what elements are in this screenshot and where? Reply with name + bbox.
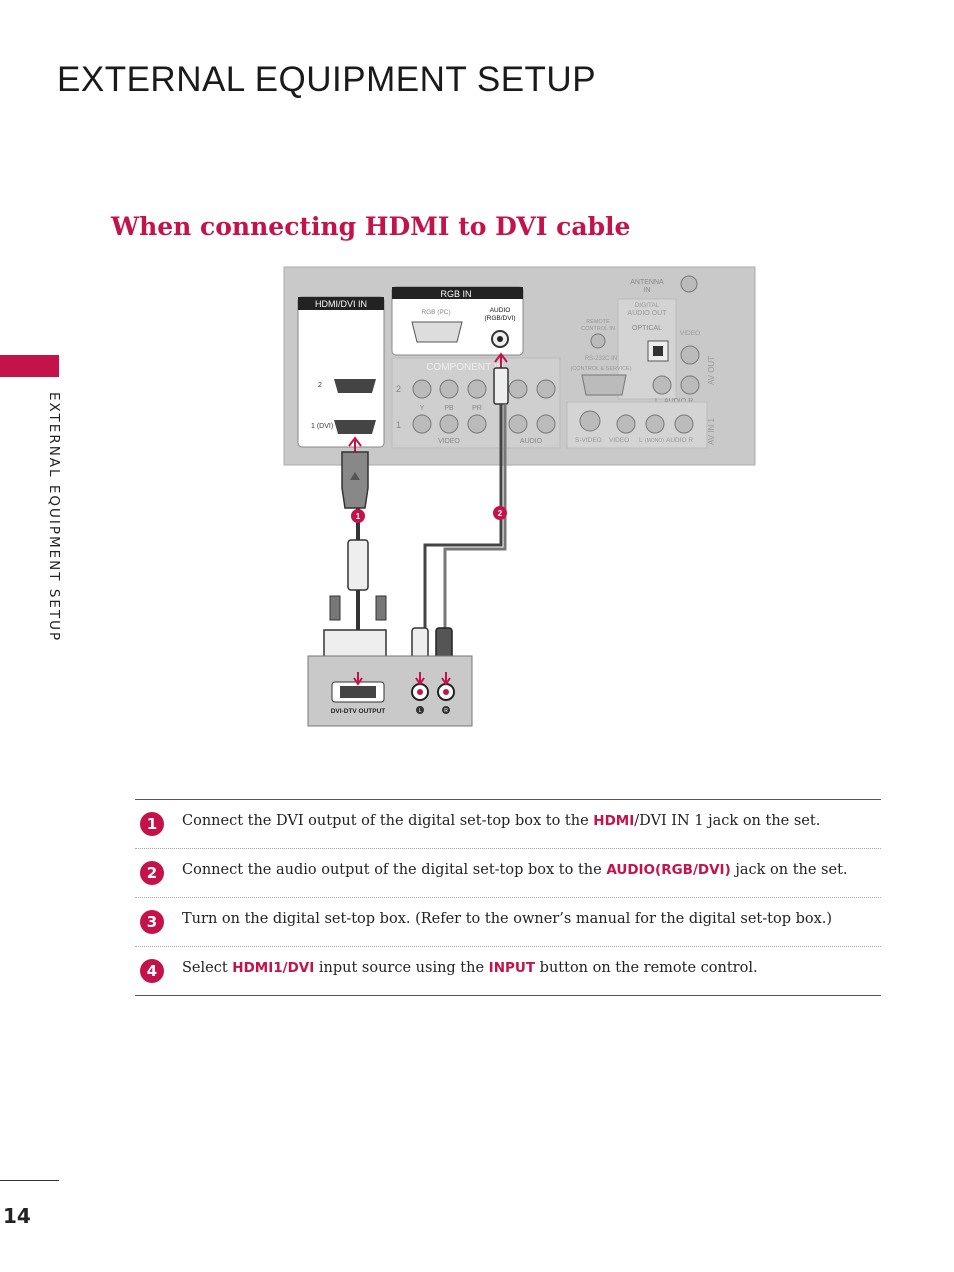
audio-out-r-jack	[680, 375, 700, 395]
antenna-jack	[680, 275, 698, 293]
side-tab-marker	[0, 355, 59, 377]
video-out-jack	[680, 345, 700, 365]
step-text: Turn on the digital set-top box. (Refer …	[182, 911, 833, 927]
audio-rgb-dvi-label: AUDIO	[490, 307, 511, 314]
av-in-1-label: AV IN 1	[707, 417, 716, 445]
audio-cable-l	[423, 404, 503, 628]
remote-label: REMOTE	[586, 319, 610, 325]
av-video-label: VIDEO	[609, 437, 629, 444]
component-jacks-row2	[412, 379, 556, 399]
step-4: 4 Select HDMI1/DVI input source using th…	[135, 947, 881, 995]
hdmi-port-1	[334, 420, 376, 434]
dvi-screw-right	[375, 595, 387, 621]
optical-label: OPTICAL	[632, 325, 662, 332]
rs232-port	[581, 374, 627, 396]
component-jacks-row1	[412, 414, 556, 434]
step-number: 2	[140, 861, 164, 885]
video-label: VIDEO	[438, 438, 460, 445]
av-video-jack	[616, 414, 636, 434]
keyword-hdmi: HDMI	[593, 813, 635, 829]
audio-cable-r	[443, 404, 507, 628]
pr-label: PR	[472, 405, 482, 412]
page-number: 14	[3, 1204, 31, 1228]
rgb-pc-label: RGB (PC)	[421, 309, 450, 316]
hdmi-dvi-in-label: HDMI/DVI IN	[315, 299, 367, 309]
rgb-panel-header	[392, 287, 523, 299]
digital-label-2: AUDIO OUT	[628, 310, 668, 317]
digital-label: DIGITAL	[635, 302, 660, 309]
step-number: 4	[140, 959, 164, 983]
hdmi-panel-header	[298, 297, 384, 310]
video-out-label: VIDEO	[680, 330, 700, 337]
component-label: COMPONENT IN	[426, 362, 504, 373]
rs232-label-2: (CONTROL & SERVICE)	[570, 366, 631, 372]
hdmi-arrow	[348, 436, 362, 452]
step-2: 2 Connect the audio output of the digita…	[135, 849, 881, 898]
audio-rgb-dvi-label-2: (RGB/DVI)	[484, 315, 515, 322]
step-text: Connect the DVI output of the digital se…	[182, 813, 821, 829]
step-3: 3 Turn on the digital set-top box. (Refe…	[135, 898, 881, 947]
hdmi-port-1-label: 1 (DVI)	[311, 423, 333, 430]
keyword-hdmi1-dvi: HDMI1/DVI	[232, 960, 315, 976]
y-label: Y	[420, 405, 425, 412]
rgb-vga-port	[411, 321, 463, 343]
antenna-label: ANTENNA	[630, 279, 664, 286]
hdmi-port-2	[334, 379, 376, 393]
audio-out-l-jack	[652, 375, 672, 395]
row-2-label: 2	[396, 384, 401, 394]
av-mono-label: (MONO)	[645, 438, 664, 444]
callout-2	[493, 506, 507, 520]
hdmi-port-2-label: 2	[318, 382, 322, 389]
remote-jack	[590, 333, 606, 349]
dvi-screw-left	[329, 595, 341, 621]
step-number: 3	[140, 910, 164, 934]
av-audio-l-jack	[645, 414, 665, 434]
callout-1-text: 1	[356, 512, 361, 521]
svideo-jack	[579, 410, 601, 432]
page-title: EXTERNAL EQUIPMENT SETUP	[57, 60, 597, 99]
audio-label: AUDIO	[520, 438, 543, 445]
antenna-label-2: IN	[644, 287, 651, 294]
pb-label: PB	[444, 405, 454, 412]
av-audio-r-label: AUDIO R	[666, 437, 693, 444]
instruction-steps: 1 Connect the DVI output of the digital …	[135, 799, 881, 996]
svideo-label: S-VIDEO	[575, 437, 602, 444]
callout-2-text: 2	[498, 509, 503, 518]
step-text: Connect the audio output of the digital …	[182, 862, 848, 878]
dvi-cable-ferrite	[347, 539, 369, 591]
av-audio-r-jack	[674, 414, 694, 434]
dvi-dtv-output-label: DVI-DTV OUTPUT	[331, 708, 386, 715]
keyword-audio: AUDIO(RGB/DVI)	[606, 862, 731, 878]
step-text: Select HDMI1/DVI input source using the …	[182, 960, 758, 976]
rgb-in-label: RGB IN	[440, 289, 471, 299]
settop-r-label: R	[444, 708, 448, 714]
rca-plug-top	[493, 367, 509, 405]
remote-label-2: CONTROL IN	[581, 326, 615, 332]
av-l-label: L	[639, 437, 643, 444]
step-number: 1	[140, 812, 164, 836]
connection-diagram: HDMI/DVI IN 2 1 (DVI) RGB IN RGB (PC) AU…	[283, 266, 756, 727]
callout-1	[351, 509, 365, 523]
keyword-input: INPUT	[488, 960, 536, 976]
settop-l-label: L	[419, 708, 422, 714]
step-1: 1 Connect the DVI output of the digital …	[135, 800, 881, 849]
section-title: When connecting HDMI to DVI cable	[111, 212, 631, 241]
rs232-label: RS-232C IN	[585, 356, 617, 362]
av-out-label: AV OUT	[707, 356, 716, 385]
side-section-label: EXTERNAL EQUIPMENT SETUP	[46, 392, 62, 643]
row-1-label: 1	[396, 420, 401, 430]
footer-rule	[0, 1180, 59, 1181]
audio-arrow	[494, 352, 508, 368]
